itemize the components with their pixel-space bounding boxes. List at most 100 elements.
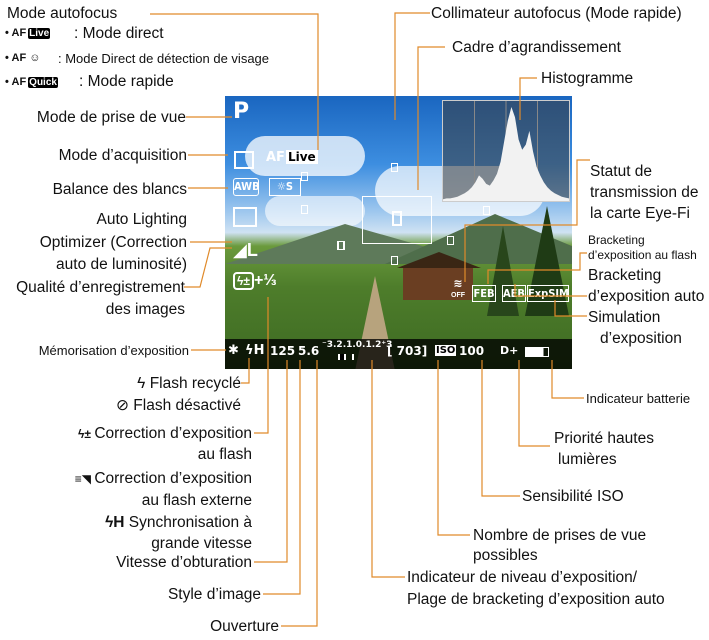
label-expsim-1: Simulation: [588, 309, 661, 326]
label-quality-2: des images: [105, 301, 185, 318]
hss-icon: ϟH: [105, 514, 129, 531]
quality-icon: ◢L: [233, 240, 258, 260]
label-shutter: Vitesse d’obturation: [116, 554, 252, 571]
flash-disabled-text: Flash désactivé: [133, 397, 241, 414]
drive-mode-icon: [234, 151, 254, 169]
flash-comp-icon-legend: ϟ±: [78, 427, 95, 441]
label-eyefi-1: Statut de: [590, 163, 653, 180]
ae-lock-value: ✱: [228, 343, 239, 358]
af-quick-icon: Quick: [28, 77, 58, 88]
label-aeb-1: Bracketing: [588, 267, 662, 284]
hss-text: Synchronisation à: [128, 514, 252, 531]
magnification-frame: [362, 196, 432, 244]
iso-value: 100: [459, 344, 485, 358]
flash-status-value: ϟH: [245, 343, 265, 358]
af-point-marker: [337, 241, 344, 250]
tree: [525, 206, 569, 316]
label-shots-2: possibles: [473, 547, 538, 564]
aeb-icon: AEB: [502, 285, 526, 302]
label-magnify-frame: Cadre d’agrandissement: [452, 39, 621, 56]
label-af-face: : Mode Direct de détection de visage: [58, 51, 270, 66]
live-text: Live: [285, 150, 318, 164]
af-point-marker: [447, 236, 454, 245]
label-alo-1: Auto Lighting: [96, 211, 188, 228]
histogram-plot: [443, 101, 569, 201]
htp-value: D+: [500, 344, 519, 357]
flash-comp-icon: ϟ±+⅓: [233, 272, 277, 290]
label-af-quick: : Mode rapide: [79, 73, 174, 90]
exposure-bars: [338, 354, 354, 360]
status-bar: [225, 339, 572, 369]
label-ext-flash-comp-1: ≡◥ Correction d’exposition: [75, 469, 252, 489]
eyefi-value: OFF: [451, 292, 465, 299]
label-alo-2: Optimizer (Correction: [39, 234, 187, 251]
af-text: AF: [266, 150, 285, 165]
flash-ready-text: Flash recyclé: [149, 375, 241, 392]
ext-flash-icon: ≡◥: [74, 472, 95, 486]
af-point-marker: [301, 205, 308, 214]
af-live-prefix: AF: [11, 27, 27, 39]
label-iso: Sensibilité ISO: [522, 488, 624, 505]
iso-icon: ISO: [435, 345, 457, 356]
label-htp-1: Priorité hautes: [554, 430, 654, 447]
af-point-quick: [392, 211, 402, 226]
histogram-area: [443, 107, 569, 201]
af-point-marker: [483, 206, 490, 215]
label-ext-flash-comp-2: au flash externe: [141, 492, 252, 509]
label-eyefi-2: transmission de: [590, 184, 699, 201]
label-picture-style: Style d’image: [167, 586, 261, 603]
label-battery: Indicateur batterie: [586, 391, 691, 406]
label-shooting-mode: Mode de prise de vue: [36, 109, 186, 126]
label-feb-2: d’exposition au flash: [588, 248, 697, 262]
label-aperture: Ouverture: [210, 618, 279, 635]
expsim-icon: ExpSIM: [527, 285, 569, 302]
cabin: [403, 266, 473, 300]
bullet-af-face: • AF ☺: [5, 52, 41, 64]
label-hss-1: ϟH Synchronisation à: [105, 513, 252, 532]
ext-flash-comp-text: Correction d’exposition: [94, 470, 252, 487]
awb-icon: AWB: [233, 178, 260, 196]
shots-remaining-value: [ 703]: [387, 344, 428, 358]
af-face-prefix: AF: [11, 52, 27, 64]
shutter-value: 125: [270, 344, 296, 358]
label-flash-comp-2: au flash: [197, 446, 252, 463]
af-point-marker: [301, 172, 308, 181]
label-exp-level-2: Plage de bracketing d’exposition auto: [407, 591, 665, 608]
flash-disabled-icon: ⊘: [116, 397, 134, 414]
feb-icon: FEB: [472, 285, 496, 302]
af-live-icon: Live: [28, 28, 51, 39]
af-quick-prefix: AF: [11, 76, 27, 88]
aperture-value: 5.6: [298, 344, 320, 358]
shooting-mode-value: P: [233, 99, 250, 124]
label-flash-comp-1: ϟ± Correction d’exposition: [78, 424, 252, 444]
label-histogram: Histogramme: [541, 70, 634, 87]
label-aeb-2: d’exposition auto: [588, 288, 705, 305]
cloud: [265, 196, 365, 226]
af-point-marker: [391, 163, 398, 172]
eyefi-icon: ≋OFF: [451, 278, 465, 300]
af-point-marker: [391, 256, 398, 265]
quality-value: L: [246, 240, 258, 260]
label-feb-1: Bracketing: [588, 233, 645, 247]
label-flash-disabled: ⊘ Flash désactivé: [116, 396, 241, 415]
picture-style-icon: ☼S: [269, 178, 301, 196]
label-ae-lock: Mémorisation d’exposition: [38, 343, 189, 358]
label-shots-1: Nombre de prises de vue: [473, 527, 647, 544]
label-af-point: Collimateur autofocus (Mode rapide): [431, 5, 682, 22]
flash-comp-text: Correction d’exposition: [94, 425, 252, 442]
exposure-scale-value: ⁻3.2.1.0.1.2⁺3: [322, 340, 393, 350]
label-white-balance: Balance des blancs: [52, 181, 187, 198]
label-hss-2: grande vitesse: [151, 535, 252, 552]
label-alo-3: auto de luminosité): [56, 256, 187, 273]
label-drive-mode: Mode d’acquisition: [58, 147, 187, 164]
flash-ready-icon: ϟ: [137, 375, 150, 392]
label-eyefi-3: la carte Eye-Fi: [590, 205, 690, 222]
label-quality-1: Qualité d’enregistrement: [16, 279, 185, 296]
histogram: [442, 100, 570, 202]
label-exp-level-1: Indicateur de niveau d’exposition/: [407, 569, 638, 586]
